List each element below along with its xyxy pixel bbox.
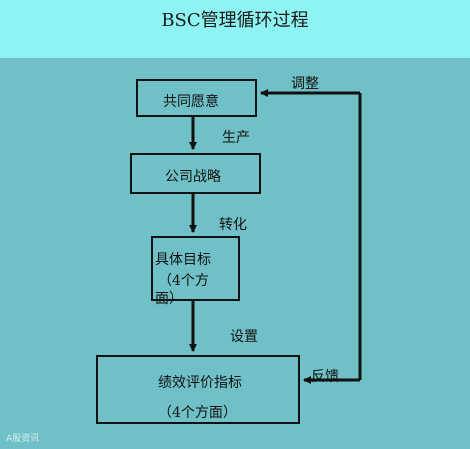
box-company-strategy: 公司战略 xyxy=(130,153,261,194)
box-kpi: 绩效评价指标 （4个方面） xyxy=(96,355,300,424)
goals-label-line1: 具体目标 xyxy=(155,252,211,268)
diagram-panel xyxy=(0,58,470,449)
box-specific-goals: 具体目标 （4个方 面） xyxy=(151,236,240,307)
title-banner: BSC管理循环过程 xyxy=(0,0,470,59)
diagram-title: BSC管理循环过程 xyxy=(161,10,309,31)
arrow-label-adjust: 调整 xyxy=(291,76,319,92)
goals-label-line3: 面） xyxy=(155,291,183,307)
kpi-label-line1: 绩效评价指标 xyxy=(158,375,242,391)
watermark-logo-text: A股资讯 xyxy=(6,434,40,444)
box-shared-vision: 共同愿意 xyxy=(136,79,257,117)
shared-vision-label: 共同愿意 xyxy=(163,94,219,110)
arrow-label-produce: 生产 xyxy=(222,130,250,146)
arrow-label-transform: 转化 xyxy=(219,217,247,233)
arrow-label-feedback: 反馈 xyxy=(311,369,339,385)
kpi-label-line2: （4个方面） xyxy=(158,405,237,421)
arrow-label-setup: 设置 xyxy=(230,329,258,345)
company-strategy-label: 公司战略 xyxy=(165,169,221,185)
goals-label-line2: （4个方 xyxy=(158,273,209,289)
